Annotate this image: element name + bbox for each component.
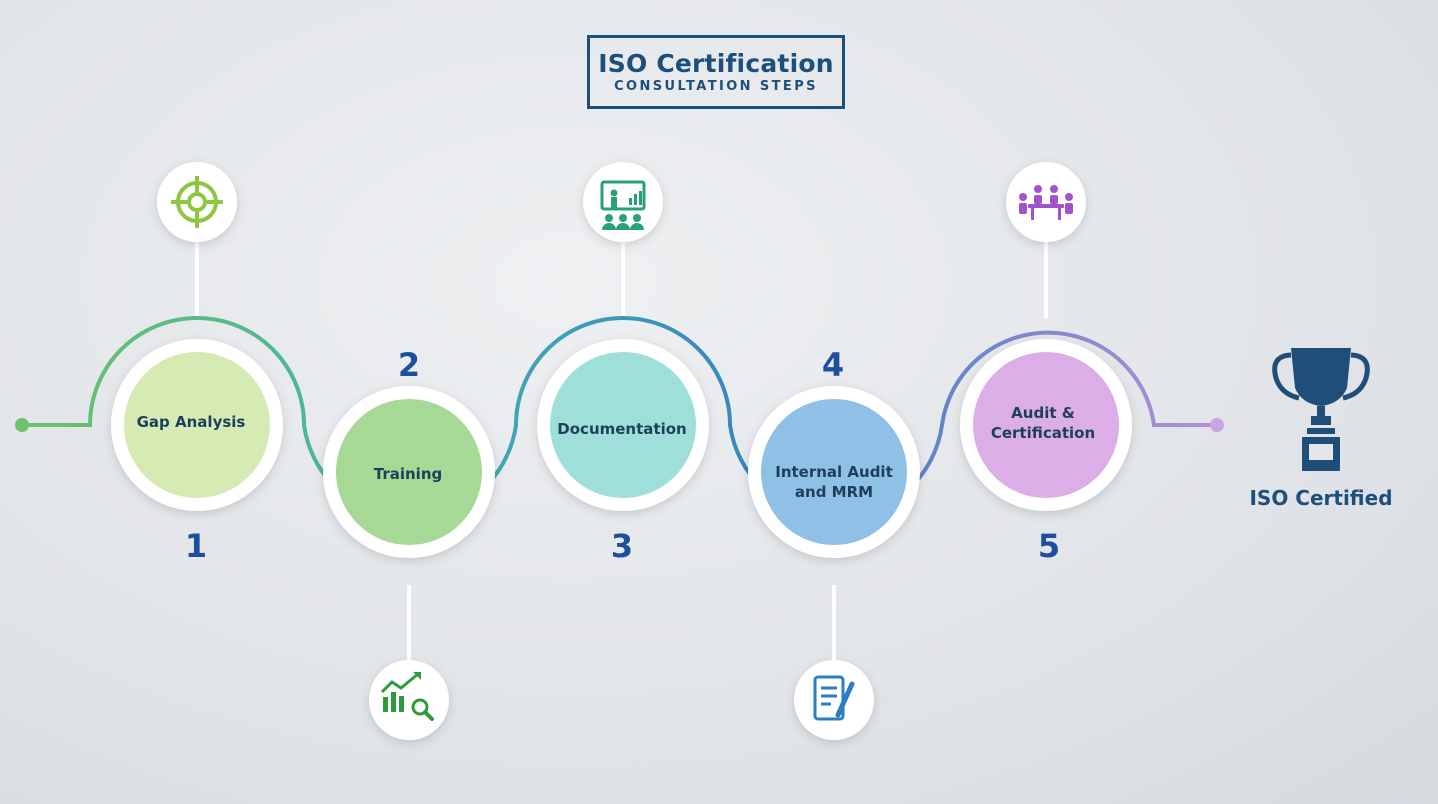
process-path bbox=[22, 316, 1217, 520]
step-circle-2 bbox=[323, 386, 495, 558]
document-edit-icon bbox=[794, 660, 874, 740]
step-number-2: 2 bbox=[397, 346, 421, 384]
step-number-5: 5 bbox=[1037, 527, 1061, 565]
page-title: ISO Certification bbox=[598, 49, 834, 78]
page-subtitle: CONSULTATION STEPS bbox=[614, 79, 818, 94]
step-circle-3 bbox=[537, 339, 709, 511]
path-start-dot bbox=[15, 418, 29, 432]
step-label-3: Documentation bbox=[557, 420, 687, 438]
step-number-4: 4 bbox=[821, 346, 845, 384]
icon-connectors bbox=[195, 240, 1048, 665]
step-circle-5 bbox=[960, 339, 1132, 511]
step-circle-4 bbox=[748, 386, 920, 558]
growth-chart-search-icon bbox=[369, 660, 449, 740]
presentation-icon bbox=[583, 162, 663, 242]
step-number-1: 1 bbox=[184, 527, 208, 565]
step-label-4: Internal Audit and MRM bbox=[775, 463, 893, 501]
final-label: ISO Certified bbox=[1249, 486, 1393, 510]
path-end-dot bbox=[1210, 418, 1224, 432]
target-icon bbox=[157, 162, 237, 242]
step-label-2: Training bbox=[373, 465, 443, 483]
trophy-icon bbox=[1272, 348, 1370, 471]
meeting-icon bbox=[1006, 162, 1086, 242]
step-number-3: 3 bbox=[610, 527, 634, 565]
step-label-1: Gap Analysis bbox=[136, 413, 246, 431]
step-label-5: Audit & Certification bbox=[990, 404, 1096, 442]
title-box: ISO Certification CONSULTATION STEPS bbox=[587, 35, 845, 109]
step-circle-1 bbox=[111, 339, 283, 511]
